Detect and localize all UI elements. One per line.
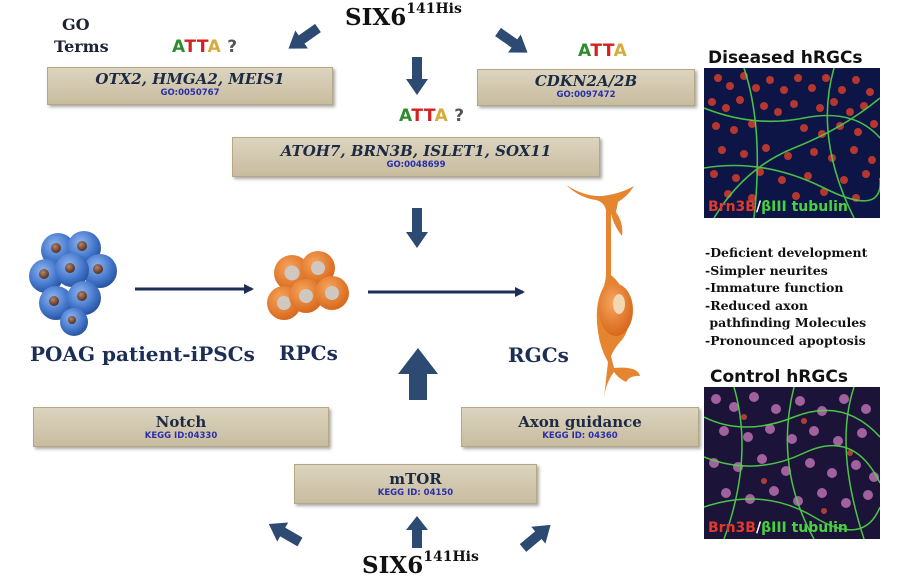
diseased-stain-caption: Brn3B/βIII tubulin: [708, 199, 848, 215]
kegg-box-mtor: mTOR KEGG ID: 04150: [294, 464, 537, 504]
stain-separator: /: [755, 520, 762, 536]
diseased-micrograph: Brn3B/βIII tubulin: [704, 68, 880, 218]
go-id: GO:0048699: [386, 160, 446, 170]
phenotype-item: -Deficient development: [705, 245, 868, 260]
phenotype-item: -Immature function: [705, 280, 844, 295]
kegg-id: KEGG ID:04330: [144, 431, 218, 441]
go-box-cdkn2a: CDKN2A/2B GO:0097472: [477, 69, 695, 106]
rpc-cluster-icon: [267, 251, 349, 320]
ipsc-cluster-icon: [29, 231, 117, 336]
go-genes: OTX2, HMGA2, MEIS1: [95, 70, 285, 88]
motif-letter-t: T: [423, 106, 435, 126]
go-id: GO:0050767: [160, 88, 220, 98]
diseased-micrograph-image: [704, 68, 880, 218]
phenotype-item: -Simpler neurites: [705, 262, 828, 278]
variant-superscript: 141His: [423, 549, 479, 566]
motif-right: ATTA: [578, 41, 627, 61]
rgc-neuron-icon: [566, 185, 640, 398]
motif-letter-t: T: [184, 37, 197, 57]
stain-red-label: Brn3B: [708, 520, 756, 536]
go-box-atoh7: ATOH7, BRN3B, ISLET1, SOX11 GO:0048699: [232, 137, 600, 177]
go-terms-line-2: Terms: [54, 37, 109, 56]
stain-green-label: βIII tubulin: [761, 199, 848, 215]
rpc-label: RPCs: [279, 341, 338, 365]
kegg-id: KEGG ID: 04150: [377, 488, 454, 498]
go-id: GO:0097472: [556, 90, 616, 100]
motif-left: ATTA?: [172, 37, 238, 57]
motif-letter-t: T: [196, 37, 208, 57]
arrow-bottom-up: [406, 516, 428, 548]
stain-separator: /: [755, 199, 762, 215]
motif-center: ATTA?: [399, 106, 465, 126]
diseased-panel-title: Diseased hRGCs: [708, 48, 863, 68]
six6-mutation-top: SIX6141His: [345, 1, 462, 31]
kegg-box-axon-guidance: Axon guidance KEGG ID: 04360: [461, 407, 699, 447]
motif-letter-a: A: [172, 37, 185, 57]
phenotype-list: -Deficient development -Simpler neurites…: [705, 244, 867, 349]
control-micrograph: Brn3B/βIII tubulin: [704, 387, 880, 539]
go-genes: ATOH7, BRN3B, ISLET1, SOX11: [280, 142, 552, 160]
stain-red-label: Brn3B: [708, 199, 756, 215]
arrow-bottom-right: [519, 524, 551, 552]
motif-question: ?: [454, 106, 465, 126]
arrow-top-right: [495, 27, 528, 53]
phenotype-item: -Reduced axon: [705, 297, 808, 313]
variant-superscript: 141His: [406, 1, 462, 18]
ipsc-label: POAG patient-iPSCs: [30, 342, 255, 366]
arrow-top-down: [406, 57, 428, 95]
go-terms-line-1: GO: [62, 15, 90, 34]
motif-letter-t: T: [602, 41, 614, 61]
motif-letter-a: A: [578, 41, 591, 61]
kegg-box-notch: Notch KEGG ID:04330: [33, 407, 329, 447]
go-genes: CDKN2A/2B: [534, 72, 638, 90]
gene-name: SIX6: [362, 552, 424, 579]
kegg-name: Axon guidance: [518, 413, 642, 431]
go-box-otx2: OTX2, HMGA2, MEIS1 GO:0050767: [47, 67, 333, 105]
motif-question: ?: [227, 37, 238, 57]
arrow-to-rpc-rgc-down: [406, 208, 428, 248]
kegg-name: mTOR: [389, 470, 442, 488]
go-terms-label: GO Terms: [54, 14, 109, 58]
motif-letter-t: T: [590, 41, 603, 61]
phenotype-item: -Pronounced apoptosis: [705, 332, 866, 348]
gene-name: SIX6: [345, 4, 407, 31]
kegg-id: KEGG ID: 04360: [542, 431, 618, 441]
motif-letter-a: A: [207, 37, 222, 57]
phenotype-item: pathfinding Molecules: [705, 315, 867, 330]
control-panel-title: Control hRGCs: [710, 367, 848, 387]
arrow-mtor-up: [398, 348, 438, 400]
rgc-label: RGCs: [508, 343, 569, 367]
six6-mutation-bottom: SIX6141His: [362, 549, 479, 579]
control-stain-caption: Brn3B/βIII tubulin: [708, 520, 848, 536]
motif-letter-t: T: [411, 106, 424, 126]
control-micrograph-image: [704, 387, 880, 539]
motif-letter-a: A: [613, 41, 628, 61]
kegg-name: Notch: [155, 413, 207, 431]
motif-letter-a: A: [399, 106, 412, 126]
motif-letter-a: A: [434, 106, 449, 126]
arrow-bottom-left: [268, 522, 303, 547]
arrow-top-left: [288, 23, 321, 49]
stain-green-label: βIII tubulin: [761, 520, 848, 536]
